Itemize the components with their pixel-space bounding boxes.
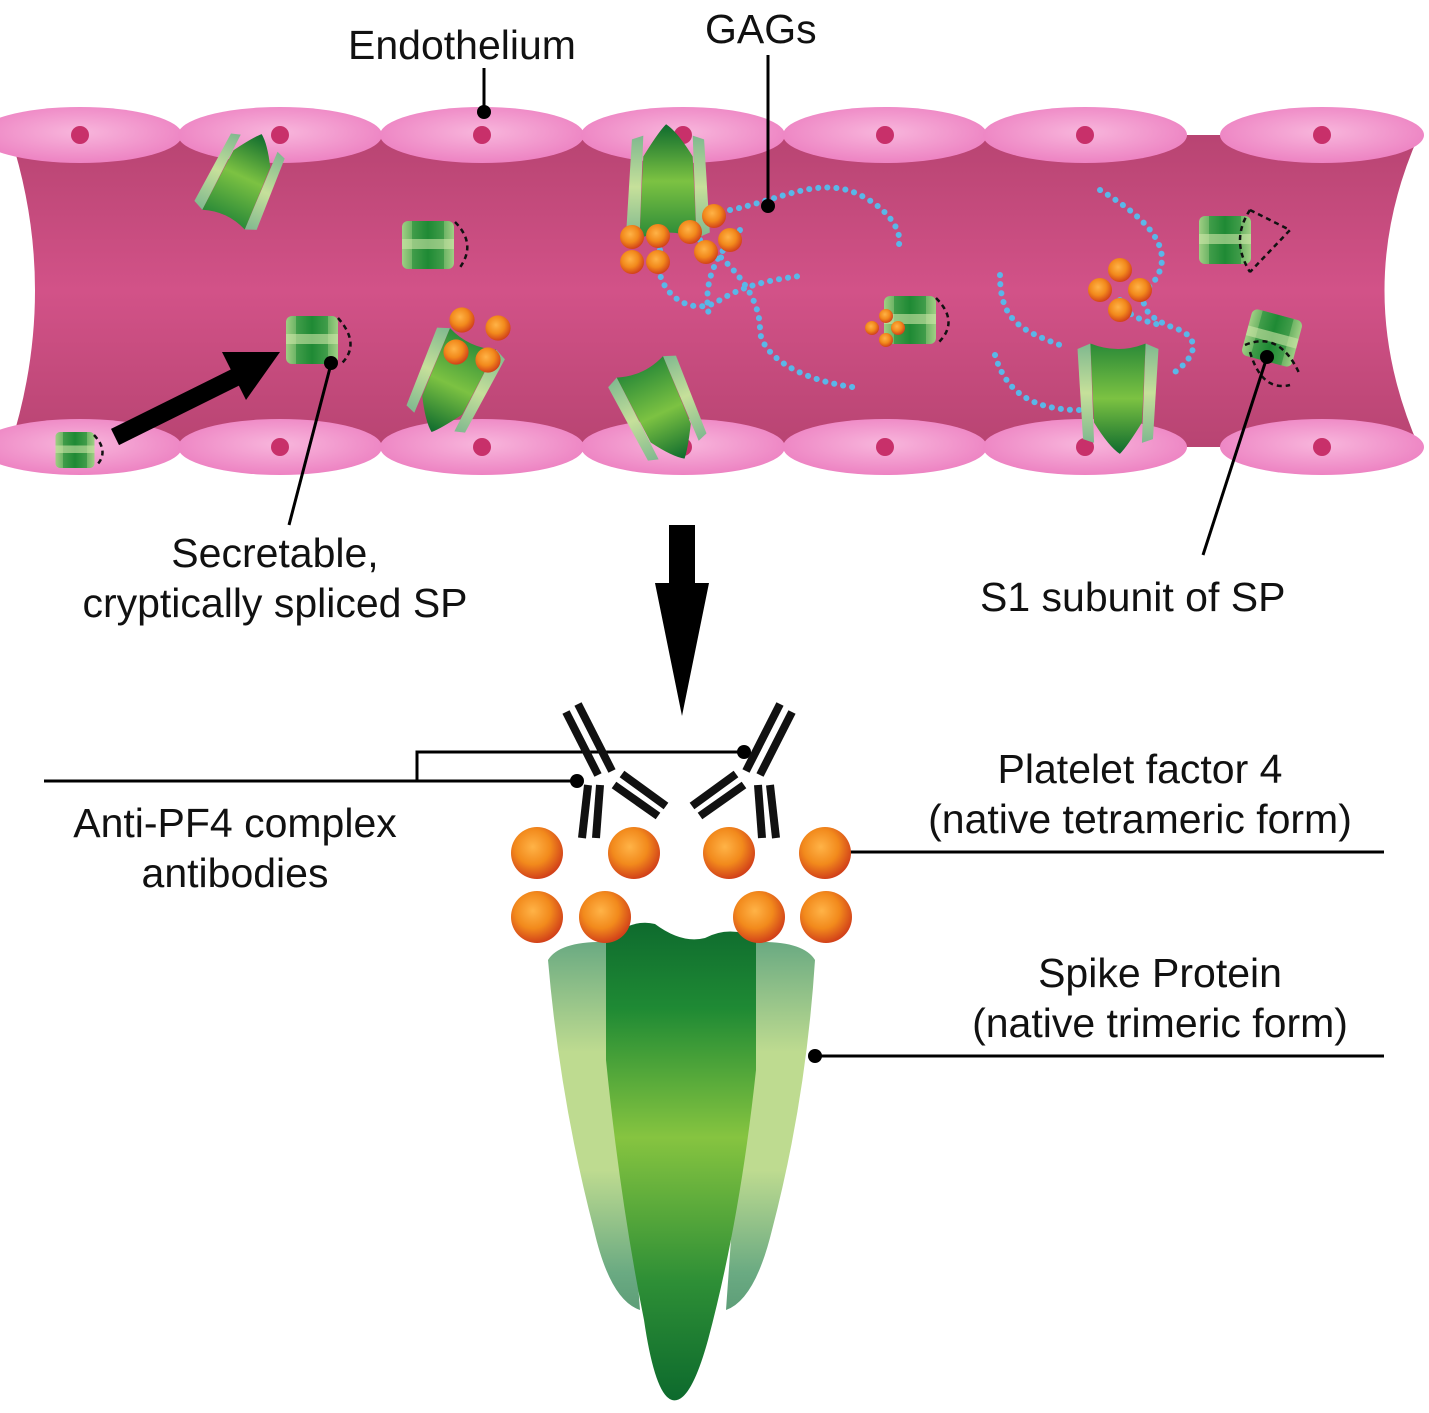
endothelial-bottom-nucleus-7 [1313,438,1331,456]
antibodies [562,702,796,839]
endothelial-top-nucleus-6 [1076,126,1094,144]
endothelial-bottom-nucleus-6 [1076,438,1094,456]
endothelial-cells-bottom [0,419,1424,475]
label-endothelium: Endothelium [348,22,576,68]
label-s1-subunit: S1 subunit of SP [980,574,1286,620]
endothelial-bottom-nucleus-5 [876,438,894,456]
label-anti-pf4-antibodies: Anti-PF4 complex antibodies [73,800,397,897]
endothelial-top-nucleus-7 [1313,126,1331,144]
blood-vessel [10,135,1419,447]
endothelial-top-nucleus-2 [271,126,289,144]
endothelial-top-cell-1 [0,107,182,163]
gag-chains [655,184,1196,413]
large-pf4-tetramer [511,827,852,943]
large-spike-protein [548,922,815,1401]
endothelial-top-nucleus-3 [473,126,491,144]
endothelial-bottom-nucleus-3 [473,438,491,456]
endothelial-top-nucleus-1 [71,126,89,144]
endothelial-bottom-nucleus-2 [271,438,289,456]
label-secretable-sp: Secretable, cryptically spliced SP [82,530,468,627]
leader-lines [44,55,1384,1058]
down-arrow [655,525,709,716]
label-gags: GAGs [705,6,817,52]
endothelial-top-nucleus-5 [876,126,894,144]
transport-arrow [111,352,280,446]
s1-subunits [55,208,1304,468]
label-platelet-factor-4: Platelet factor 4 (native tetrameric for… [928,746,1352,843]
label-spike-protein: Spike Protein (native trimeric form) [972,950,1348,1047]
